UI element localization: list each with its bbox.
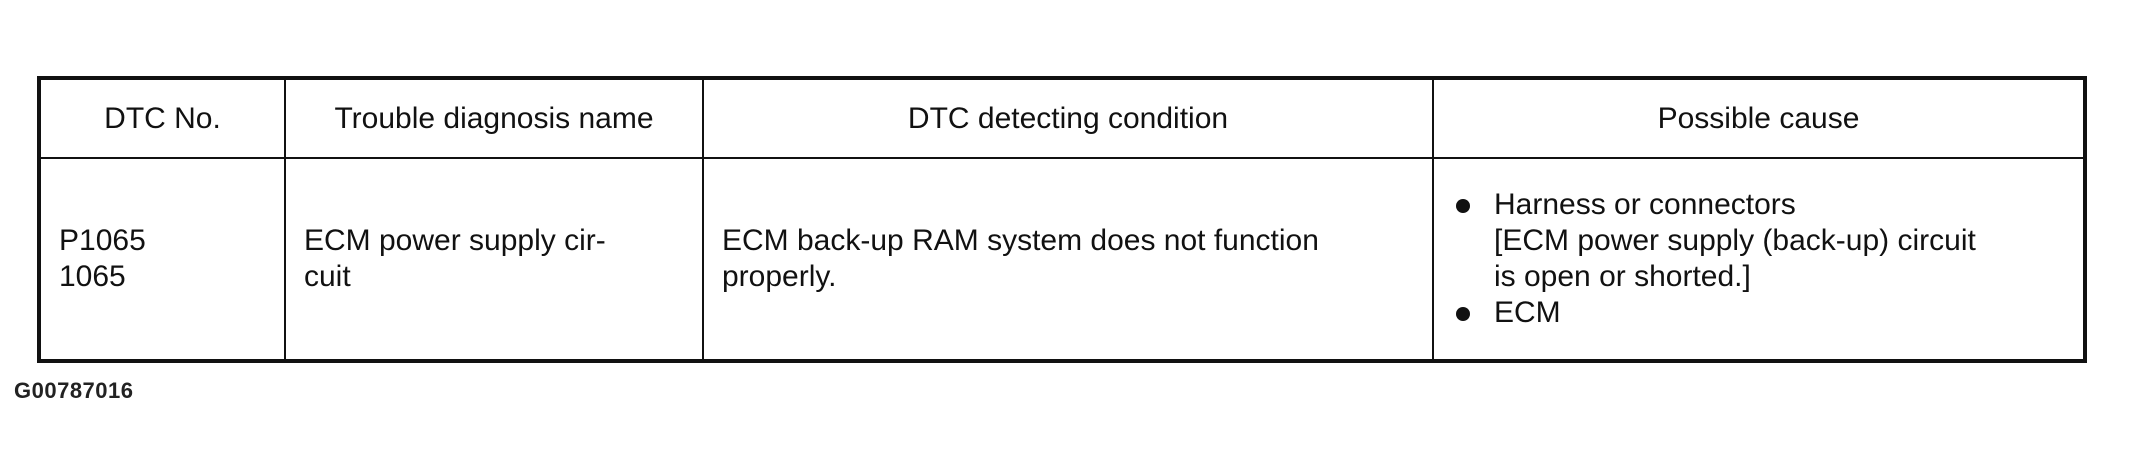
bullet-icon bbox=[1456, 307, 1470, 321]
dtc-code: P1065 bbox=[59, 224, 146, 257]
detecting-condition-line: ECM back-up RAM system does not function bbox=[722, 224, 1319, 257]
header-trouble-diagnosis-name: Trouble diagnosis name bbox=[284, 76, 704, 159]
header-possible-cause: Possible cause bbox=[1432, 76, 2087, 159]
possible-cause-list: Harness or connectors [ECM power supply … bbox=[1452, 187, 2071, 331]
detecting-condition-line: properly. bbox=[722, 260, 837, 293]
header-dtc-no: DTC No. bbox=[37, 76, 286, 159]
table-row: P1065 1065 ECM power supply cir- cuit EC… bbox=[37, 157, 2087, 363]
cell-detecting-condition: ECM back-up RAM system does not function… bbox=[702, 157, 1434, 363]
list-item: ECM bbox=[1452, 295, 2071, 331]
cause-line: is open or shorted.] bbox=[1494, 260, 1751, 293]
header-dtc-detecting-condition: DTC detecting condition bbox=[702, 76, 1434, 159]
cell-possible-cause: Harness or connectors [ECM power supply … bbox=[1432, 157, 2087, 363]
dtc-table: DTC No. Trouble diagnosis name DTC detec… bbox=[37, 76, 2087, 363]
list-item: Harness or connectors [ECM power supply … bbox=[1452, 187, 2071, 295]
figure-id: G00787016 bbox=[14, 378, 134, 403]
bullet-icon bbox=[1456, 199, 1470, 213]
diagnosis-name-line: cuit bbox=[304, 260, 351, 293]
cell-diagnosis-name: ECM power supply cir- cuit bbox=[284, 157, 704, 363]
dtc-code-alt: 1065 bbox=[59, 260, 126, 293]
table-header-row: DTC No. Trouble diagnosis name DTC detec… bbox=[37, 76, 2087, 159]
diagnosis-name-line: ECM power supply cir- bbox=[304, 224, 606, 257]
cell-dtc-no: P1065 1065 bbox=[37, 157, 286, 363]
cause-line: Harness or connectors bbox=[1494, 188, 1796, 221]
cause-line: [ECM power supply (back-up) circuit bbox=[1494, 224, 1976, 257]
cause-line: ECM bbox=[1494, 296, 1561, 329]
